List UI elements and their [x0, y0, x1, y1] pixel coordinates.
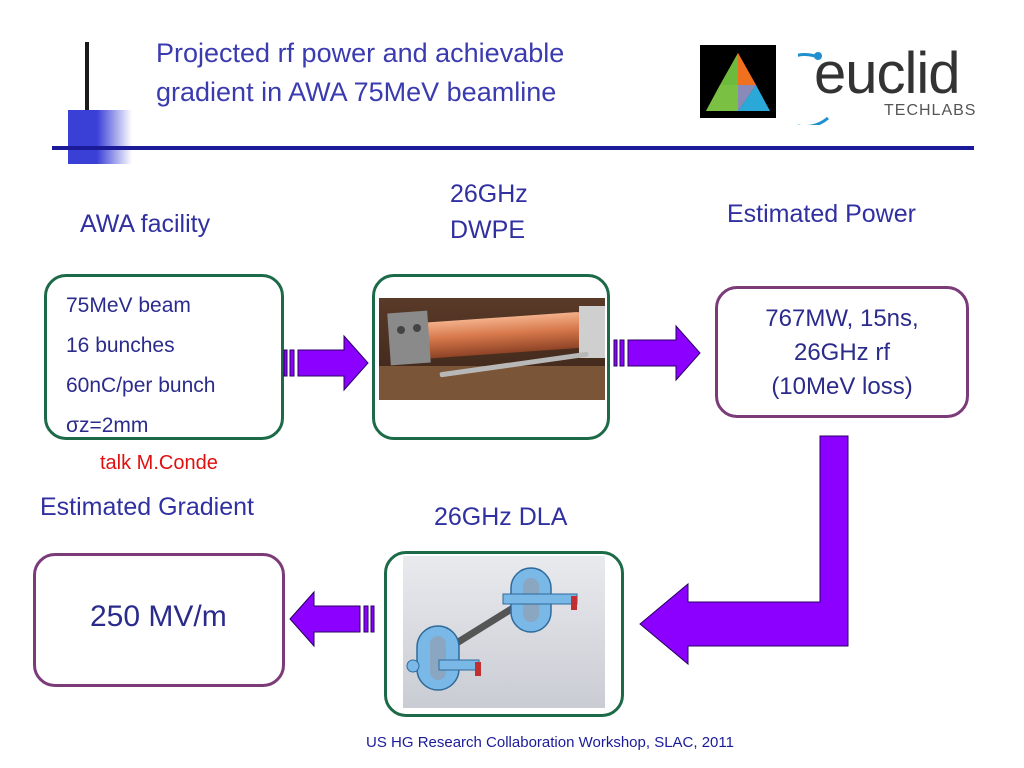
- awa-parameters-list: 75MeV beam 16 bunches 60nC/per bunch σz=…: [66, 286, 215, 446]
- header-blue-square: [68, 110, 132, 164]
- anl-logo: [700, 45, 776, 118]
- estimated-power-box: [715, 286, 969, 418]
- header-rule: [52, 146, 974, 150]
- power-line3: (10MeV loss): [771, 373, 913, 400]
- arrow-awa-to-dwpe: [283, 334, 369, 392]
- dwpe-label-line1: 26GHz: [450, 180, 528, 208]
- arrow-dwpe-to-power: [613, 324, 701, 382]
- euclid-wordmark: euclid: [814, 41, 961, 106]
- slide-footer: US HG Research Collaboration Workshop, S…: [366, 734, 734, 751]
- arrow-power-to-dla: [639, 435, 849, 666]
- header-vertical-bar: [85, 42, 89, 162]
- awa-facility-label: AWA facility: [80, 210, 211, 238]
- dwpe-photo: [379, 298, 605, 400]
- awa-parameters-box: [44, 274, 284, 440]
- awa-param-sigma: σz=2mm: [66, 414, 149, 437]
- gradient-value: 250 MV/m: [90, 600, 227, 633]
- anl-triangle-icon: [706, 53, 770, 111]
- estimated-gradient-label: Estimated Gradient: [40, 493, 254, 521]
- estimated-power-label: Estimated Power: [727, 200, 916, 228]
- slide-title-line1: Projected rf power and achievable: [156, 38, 565, 68]
- power-line1: 767MW, 15ns,: [765, 305, 919, 332]
- awa-param-charge: 60nC/per bunch: [66, 374, 216, 397]
- talk-reference: talk M.Conde: [100, 452, 218, 474]
- dla-render: [403, 556, 605, 708]
- awa-param-beam: 75MeV beam: [66, 294, 191, 317]
- dla-label: 26GHz DLA: [434, 503, 568, 531]
- euclid-logo: euclid TECHLABS: [798, 40, 1003, 125]
- dwpe-label: 26GHz DWPE: [450, 176, 528, 248]
- slide-title-line2: gradient in AWA 75MeV beamline: [156, 77, 557, 107]
- euclid-subtitle: TECHLABS: [884, 102, 977, 119]
- power-line2: 26GHz rf: [793, 339, 891, 366]
- estimated-power-text: 767MW, 15ns, 26GHz rf (10MeV loss): [715, 302, 969, 404]
- awa-param-bunches: 16 bunches: [66, 334, 175, 357]
- arrow-dla-to-gradient: [289, 590, 375, 648]
- estimated-gradient-box: [33, 553, 285, 687]
- dwpe-label-line2: DWPE: [450, 216, 525, 244]
- slide-title: Projected rf power and achievable gradie…: [156, 34, 676, 112]
